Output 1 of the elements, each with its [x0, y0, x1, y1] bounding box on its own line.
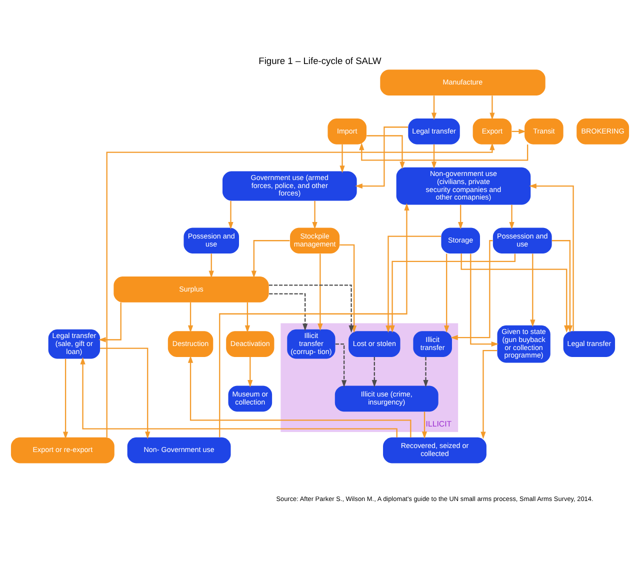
diagram-title: Figure 1 – Life-cycle of SALW — [258, 56, 382, 66]
